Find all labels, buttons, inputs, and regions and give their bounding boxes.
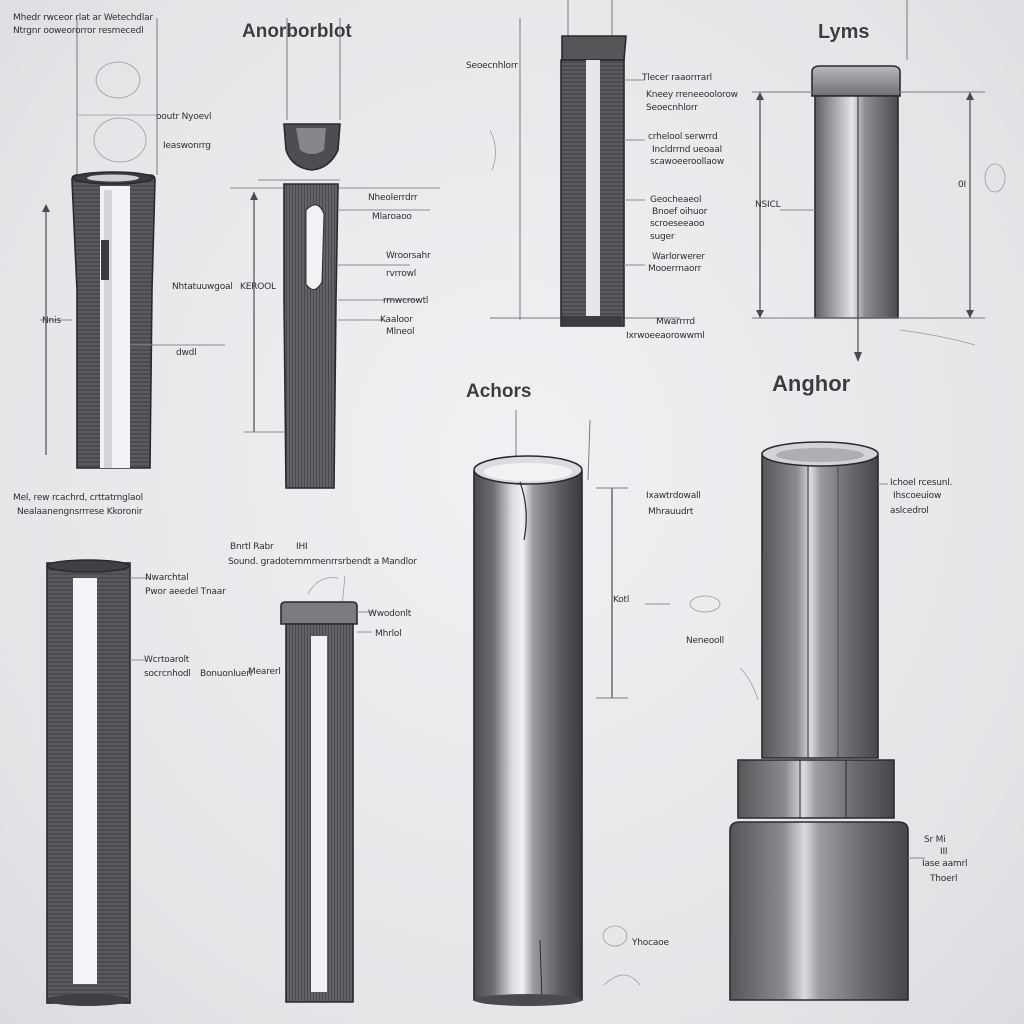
note: NSICL — [755, 200, 781, 210]
figure-achors-cylinder — [473, 410, 721, 1006]
note: Mhedr rwceor rlat ar Wetechdlar — [13, 13, 153, 23]
note: Ichoel rcesunl. — [890, 478, 952, 488]
note: Wcrtoarolt — [144, 655, 190, 665]
note: Incldrrnd ueoaal — [652, 145, 722, 155]
note: Kneey rreneeoolorow — [646, 90, 738, 100]
note: Seoecnhlorr — [646, 103, 698, 113]
note: suger — [650, 232, 675, 242]
note: Tlecer raaorrrarl — [641, 73, 712, 83]
note: crhelool serwrrd — [648, 132, 718, 142]
figure-plain-rod — [46, 559, 150, 1006]
note: Bonuonluerl — [200, 669, 252, 679]
figure-sleeve-tapered — [40, 18, 225, 469]
note: Ihscoeuiow — [893, 491, 941, 501]
note: Mooerrnaorr — [648, 264, 702, 274]
note: IHI — [296, 542, 307, 552]
note: aslcedrol — [890, 506, 929, 516]
note: Mhrauudrt — [648, 507, 694, 517]
note: Mhrlol — [375, 629, 401, 639]
note: Thoerl — [929, 874, 957, 884]
title-lyms: Lyms — [818, 21, 870, 43]
note: ooutr Nyoevl — [156, 112, 211, 122]
figure-threaded-rod — [489, 0, 680, 327]
title-anghor: Anghor — [772, 371, 851, 396]
note: Mearerl — [248, 667, 281, 677]
note: Sr Mi — [924, 835, 946, 845]
title-anorborblot: Anorborblot — [242, 21, 352, 42]
note: KEROOL — [240, 282, 276, 292]
note: Mlaroaoo — [372, 212, 412, 222]
note: Nwarchtal — [145, 573, 189, 583]
note: socrcnhodl — [144, 669, 191, 679]
note: Ntrgnr ooweororror resmecedl — [13, 26, 143, 36]
note: Ixrwoeeaorowwml — [626, 331, 705, 341]
note: rvrrowl — [386, 269, 416, 279]
note: Mel, rew rcachrd, crttatrnglaol — [13, 493, 143, 503]
figure-anghor-stepped-bolt — [729, 441, 925, 1001]
note: Kotl — [613, 595, 629, 605]
note: 0I — [958, 180, 966, 190]
title-achors: Achors — [466, 381, 531, 402]
note: Bnrtl Rabr — [230, 542, 274, 552]
figure-lyms-bolt — [752, 0, 1006, 362]
note: Seoecnhlorr — [466, 61, 518, 71]
note: Pwor aeedel Tnaar — [145, 587, 226, 597]
note: Nealaanengnsrrrese Kkoronir — [17, 507, 143, 517]
note: dwdl — [176, 348, 197, 358]
note: Mlneol — [386, 327, 414, 337]
note: Nheolerrdrr — [368, 193, 418, 203]
note: Neneooll — [686, 636, 724, 646]
note: Nhtatuuwgoal — [172, 282, 233, 292]
note: Wroorsahr — [386, 251, 431, 261]
note: Warlorwerer — [652, 252, 705, 262]
figure-capped-anchor — [280, 575, 375, 1003]
note: rmwcrowtl — [383, 296, 428, 306]
note: Nnis — [42, 316, 61, 326]
note: Yhocaoe — [631, 938, 669, 948]
note: Sound. gradotemmmenrrsrbendt a Mandlor — [228, 557, 417, 567]
note: Kaaloor — [380, 315, 413, 325]
note: Ixawtrdowall — [646, 491, 701, 501]
note: Bnoef oihuor — [652, 207, 708, 217]
note: Wwodonlt — [368, 609, 412, 619]
note: Geocheaeol — [650, 195, 701, 205]
note: III — [940, 847, 947, 857]
note: Iase aamrl — [922, 859, 967, 869]
note: scroeseeaoo — [650, 219, 705, 229]
note: Mwarrrrd — [656, 317, 695, 327]
figure-anchor-with-cap — [230, 18, 440, 489]
annotations: Mhedr rwceor rlat ar Wetechdlar Ntrgnr o… — [13, 13, 967, 948]
note: scawoeeroollaow — [650, 157, 724, 167]
note: Ieaswonrrg — [163, 141, 211, 151]
